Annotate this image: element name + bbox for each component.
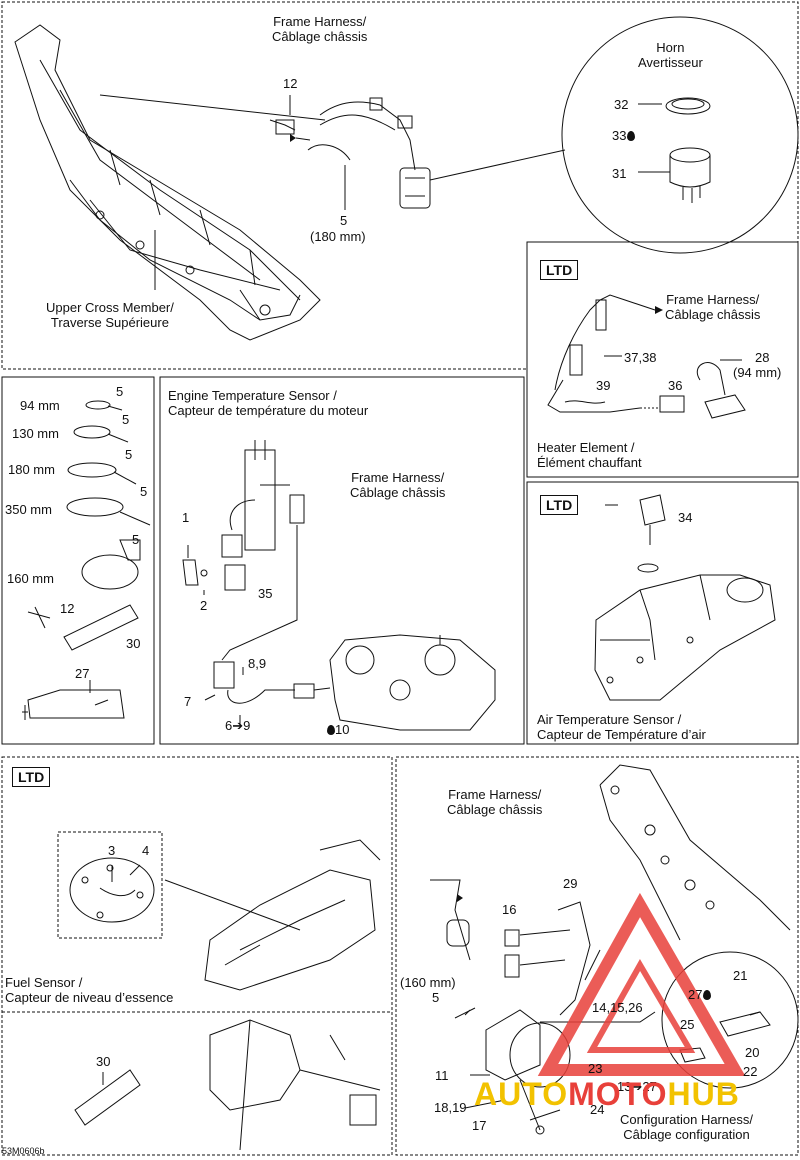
config-harness-caption: Configuration Harness/Câblage configurat… bbox=[620, 1112, 753, 1142]
fuel-ltd-badge: LTD bbox=[12, 767, 51, 787]
grease-drop-icon bbox=[703, 990, 712, 1000]
config-160mm-label: (160 mm) bbox=[400, 975, 456, 990]
bottom-part-30-label: 30 bbox=[96, 1054, 111, 1069]
tie-160mm-label: 160 mm bbox=[7, 571, 54, 586]
config-part-25-label: 25 bbox=[680, 1017, 695, 1032]
air-temp-caption: Air Temperature Sensor /Capteur de Tempé… bbox=[537, 712, 706, 742]
diagram-code: 53M0606b bbox=[2, 1146, 45, 1156]
leader-lines bbox=[111, 95, 656, 1109]
tie-350mm-part: 5 bbox=[140, 484, 148, 499]
config-part-20-label: 20 bbox=[745, 1045, 760, 1060]
air-ltd-badge: LTD bbox=[540, 495, 579, 515]
tie-94mm-label: 94 mm bbox=[20, 398, 60, 413]
top-frame-harness-label: Frame Harness/Câblage châssis bbox=[272, 14, 368, 44]
part-28-length-label: (94 mm) bbox=[733, 365, 782, 380]
fuel-sensor-drawing bbox=[57, 831, 381, 991]
heater-drawing bbox=[547, 294, 746, 419]
part-33-label: 33 bbox=[612, 128, 636, 143]
config-part-24-label: 24 bbox=[590, 1102, 605, 1117]
engine-part-7-label: 7 bbox=[184, 694, 192, 709]
config-harness-drawing bbox=[430, 764, 799, 1135]
arrow-heads bbox=[290, 134, 663, 902]
tie-130mm-label: 130 mm bbox=[12, 426, 59, 441]
config-part-17-label: 17 bbox=[472, 1118, 487, 1133]
config-part-27-label: 27 bbox=[688, 987, 712, 1002]
cable-ties-drawing bbox=[22, 400, 151, 720]
sealant-drop-icon bbox=[327, 725, 335, 735]
tie-160mm-part: 5 bbox=[132, 532, 140, 547]
watermark-triangle bbox=[537, 892, 746, 1076]
frame-drawing bbox=[14, 24, 326, 341]
engine-part-2-label: 2 bbox=[200, 598, 208, 613]
horn-parts-drawing bbox=[638, 97, 711, 203]
ties-part-12-label: 12 bbox=[60, 601, 75, 616]
engine-temp-drawing bbox=[182, 440, 496, 731]
upper-cross-member-label: Upper Cross Member/Traverse Supérieure bbox=[46, 300, 174, 330]
part-31-label: 31 bbox=[612, 166, 627, 181]
engine-part-1-label: 1 bbox=[182, 510, 190, 525]
config-part-16-label: 16 bbox=[502, 902, 517, 917]
engine-temp-title: Engine Temperature Sensor /Capteur de te… bbox=[168, 388, 369, 418]
config-part-14-15-26-label: 14,15,26 bbox=[592, 1000, 643, 1015]
tie-130mm-part: 5 bbox=[122, 412, 130, 427]
bottom-left-drawing bbox=[74, 1019, 381, 1151]
tie-180mm-part: 5 bbox=[125, 447, 133, 462]
part-37-38-label: 37,38 bbox=[624, 350, 657, 365]
engine-part-35-label: 35 bbox=[258, 586, 273, 601]
grease-drop-icon bbox=[627, 131, 636, 141]
heater-frame-harness-label: Frame Harness/Câblage châssis bbox=[665, 292, 761, 322]
fuel-part-4-label: 4 bbox=[142, 843, 150, 858]
engine-part-6-9-label: 6➔9 bbox=[225, 718, 251, 733]
config-part-22-label: 22 bbox=[743, 1064, 758, 1079]
part-34-label: 34 bbox=[678, 510, 693, 525]
tie-94mm-part: 5 bbox=[116, 384, 124, 399]
config-part-5-label: 5 bbox=[432, 990, 440, 1005]
config-part-13-27-label: 13➔27 bbox=[617, 1079, 657, 1094]
panel-frames bbox=[1, 241, 799, 745]
part-32-label: 32 bbox=[614, 97, 629, 112]
engine-part-10-label: 10 bbox=[326, 722, 349, 737]
config-part-23-label: 23 bbox=[588, 1061, 603, 1076]
heater-ltd-badge: LTD bbox=[540, 260, 579, 280]
config-part-18-19-label: 18,19 bbox=[434, 1100, 467, 1115]
watermark-text: AUTOMOTOHUB bbox=[474, 1076, 740, 1112]
config-frame-harness-label: Frame Harness/Câblage châssis bbox=[447, 787, 543, 817]
ties-part-27-label: 27 bbox=[75, 666, 90, 681]
tie-350mm-label: 350 mm bbox=[5, 502, 52, 517]
config-part-29-label: 29 bbox=[563, 876, 578, 891]
part-5-label: 5 bbox=[340, 213, 348, 228]
config-part-21-label: 21 bbox=[733, 968, 748, 983]
part-39-label: 39 bbox=[596, 378, 611, 393]
part-5-length-label: (180 mm) bbox=[310, 229, 366, 244]
tie-180mm-label: 180 mm bbox=[8, 462, 55, 477]
part-36-label: 36 bbox=[668, 378, 683, 393]
engine-part-8-9-label: 8,9 bbox=[248, 656, 267, 671]
fuel-sensor-caption: Fuel Sensor /Capteur de niveau d’essence bbox=[5, 975, 174, 1005]
engine-frame-harness-label: Frame Harness/Câblage châssis bbox=[350, 470, 446, 500]
heater-caption: Heater Element /Élément chauffant bbox=[537, 440, 642, 470]
part-12-label: 12 bbox=[283, 76, 298, 91]
top-harness-drawing bbox=[154, 16, 799, 290]
config-part-11-label: 11 bbox=[435, 1068, 449, 1083]
air-temp-drawing bbox=[594, 494, 776, 701]
ties-part-30-label: 30 bbox=[126, 636, 141, 651]
fuel-part-3-label: 3 bbox=[108, 843, 116, 858]
part-28-label: 28 bbox=[755, 350, 770, 365]
